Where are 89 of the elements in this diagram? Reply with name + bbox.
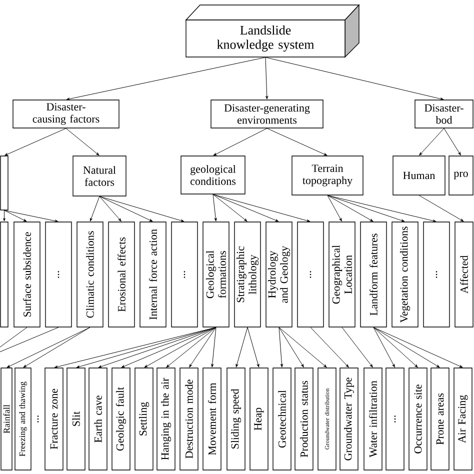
- process-box: Human: [392, 156, 446, 196]
- process-box: Climatic conditions: [76, 222, 104, 328]
- arrow: [419, 128, 444, 156]
- arrow: [6, 327, 90, 368]
- arrow: [327, 195, 342, 222]
- process-box: Slit: [66, 368, 86, 470]
- process-box: ...: [171, 222, 198, 328]
- process-box: Stratigraphic lithology: [234, 222, 261, 328]
- arrow: [66, 57, 266, 100]
- process-box: Hydrology and Geology: [266, 222, 292, 328]
- process-box: Geologic fault: [112, 368, 130, 470]
- process-box: Geotechnical: [272, 368, 292, 470]
- arrow: [211, 327, 216, 368]
- process-box: Air Facing: [454, 368, 472, 470]
- process-box: Vegetation conditions: [392, 222, 418, 328]
- process-box: Disaster-causing factors: [12, 100, 120, 128]
- arrow: [236, 327, 248, 368]
- arrow: [327, 195, 405, 222]
- arrow: [66, 128, 100, 156]
- arrow: [3, 210, 6, 222]
- process-box: Occurrence site: [408, 368, 428, 470]
- arrow: [99, 196, 153, 222]
- arrow: [278, 327, 283, 368]
- arrow: [99, 196, 184, 222]
- arrow: [265, 57, 444, 100]
- process-box: pro: [448, 156, 474, 196]
- process-box: Groundwater Type: [340, 368, 358, 470]
- arrow: [327, 195, 436, 222]
- arrow: [373, 327, 440, 368]
- arrow: [373, 327, 418, 368]
- process-box: ...: [297, 222, 324, 328]
- process-box: Destruction mode: [180, 368, 198, 470]
- arrow: [121, 327, 216, 368]
- process-box: Freezing and thawing: [14, 368, 32, 470]
- process-box: ...: [386, 368, 404, 470]
- process-box: Geographical Location: [328, 222, 356, 328]
- process-box: Water infiltration: [364, 368, 382, 470]
- process-box: Internal force action: [140, 222, 166, 328]
- process-box: ...: [423, 222, 450, 328]
- arrow: [373, 327, 463, 368]
- arrow: [278, 327, 304, 368]
- arrow: [99, 196, 122, 222]
- process-box: Natural factors: [72, 156, 126, 196]
- process-box: Disaster- bod: [414, 100, 474, 128]
- arrow: [4, 210, 27, 222]
- process-box: Rainfall: [0, 368, 12, 470]
- process-box: Production status: [294, 368, 314, 470]
- process-box: Earth cave: [88, 368, 108, 470]
- arrow: [212, 194, 248, 222]
- empty-box: [0, 222, 8, 328]
- arrow: [310, 327, 349, 368]
- arrow: [327, 195, 374, 222]
- process-box: Prone areas: [430, 368, 450, 470]
- arrow: [4, 128, 66, 156]
- arrow: [90, 196, 100, 222]
- process-box: Sliding speed: [226, 368, 246, 470]
- arrow: [266, 128, 328, 156]
- process-box: Settling: [134, 368, 154, 470]
- process-box: Geological formations: [202, 222, 230, 328]
- arrow: [418, 195, 464, 222]
- arrow: [189, 327, 216, 368]
- process-box: ...: [45, 222, 72, 328]
- process-box: Erosional effects: [108, 222, 135, 328]
- arrow: [278, 327, 327, 368]
- arrow: [247, 327, 260, 368]
- process-box: Fracture zone: [44, 368, 64, 470]
- process-box: Disaster-generating environments: [210, 100, 324, 128]
- arrow: [444, 128, 461, 156]
- process-box: geological conditions: [180, 156, 246, 194]
- process-box: Landform features: [360, 222, 387, 328]
- arrow: [212, 194, 310, 222]
- arrow: [265, 57, 268, 100]
- process-box: Movement form: [202, 368, 222, 470]
- arrow: [342, 327, 373, 368]
- arrow: [166, 327, 216, 368]
- ellipsis-label: ...: [37, 416, 39, 422]
- arrow: [212, 194, 279, 222]
- arrow: [212, 194, 217, 222]
- arrow: [144, 327, 216, 368]
- arrow: [373, 327, 395, 368]
- process-box: Hanging in the air: [156, 368, 176, 470]
- arrow: [23, 327, 90, 368]
- process-box: Terrain topography: [292, 156, 364, 196]
- empty-box: [0, 156, 8, 210]
- process-box: Surface subsidence: [14, 222, 40, 328]
- process-box: Affected: [454, 222, 474, 328]
- process-box: Heap: [250, 368, 268, 470]
- arrow: [213, 128, 268, 156]
- arrow: [4, 210, 58, 222]
